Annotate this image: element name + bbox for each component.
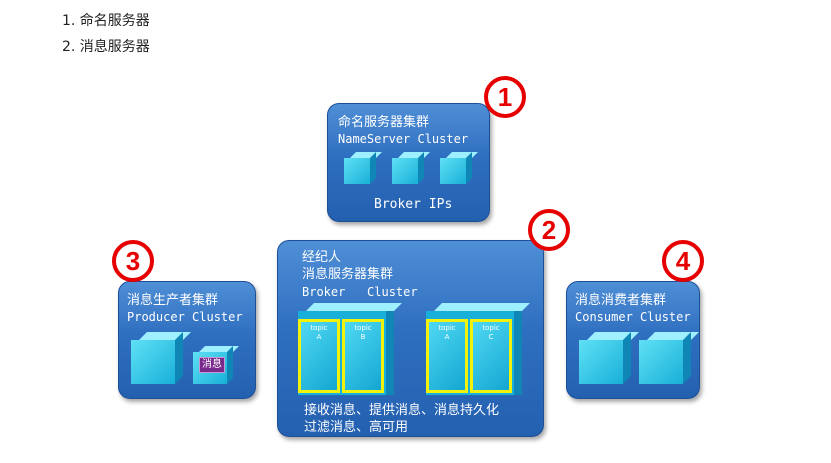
message-box: 消息 <box>199 357 225 373</box>
consumer-title-cn: 消息消费者集群 <box>575 293 667 308</box>
broker-title-cn2: 消息服务器集群 <box>302 267 394 282</box>
producer-title-en: Producer Cluster <box>127 310 243 324</box>
nameserver-title-en: NameServer Cluster <box>338 132 469 146</box>
topic-name: A <box>444 333 450 341</box>
producer-panel: 消息生产者集群 Producer Cluster 消息 <box>118 281 256 399</box>
consumer-panel: 消息消费者集群 Consumer Cluster <box>566 281 700 399</box>
list-item: 1. 命名服务器 <box>62 13 150 29</box>
list-item: 2. 消息服务器 <box>62 39 150 55</box>
number-badge-3: 3 <box>112 240 154 282</box>
nameserver-node-icon <box>440 152 478 184</box>
number-badge-2: 2 <box>528 209 570 251</box>
consumer-node-icon <box>639 332 699 384</box>
number-badge-4: 4 <box>662 240 704 282</box>
nameserver-footer: Broker IPs <box>374 197 453 212</box>
nameserver-panel: 命名服务器集群 NameServer Cluster Broker IPs <box>327 103 490 222</box>
producer-node-icon <box>131 332 191 384</box>
topic-label: topic <box>482 324 500 332</box>
consumer-title-en: Consumer Cluster <box>575 310 691 324</box>
numbered-list: 1. 命名服务器 2. 消息服务器 <box>62 8 150 60</box>
topic-name: A <box>316 333 322 341</box>
nameserver-node-icon <box>392 152 430 184</box>
topic-label: topic <box>354 324 372 332</box>
consumer-node-icon <box>579 332 639 384</box>
nameserver-node-icon <box>344 152 382 184</box>
nameserver-title-cn: 命名服务器集群 <box>338 115 430 130</box>
topic-name: C <box>488 333 494 341</box>
number-badge-1: 1 <box>484 76 526 118</box>
broker-footer-2: 过滤消息、高可用 <box>304 420 409 435</box>
broker-title-en: Broker Cluster <box>302 285 418 299</box>
topic-label: topic <box>310 324 328 332</box>
topic-label: topic <box>438 324 456 332</box>
broker-title-cn1: 经纪人 <box>302 250 342 265</box>
topic-name: B <box>360 333 366 341</box>
broker-footer-1: 接收消息、提供消息、消息持久化 <box>304 403 500 418</box>
producer-title-cn: 消息生产者集群 <box>127 293 219 308</box>
